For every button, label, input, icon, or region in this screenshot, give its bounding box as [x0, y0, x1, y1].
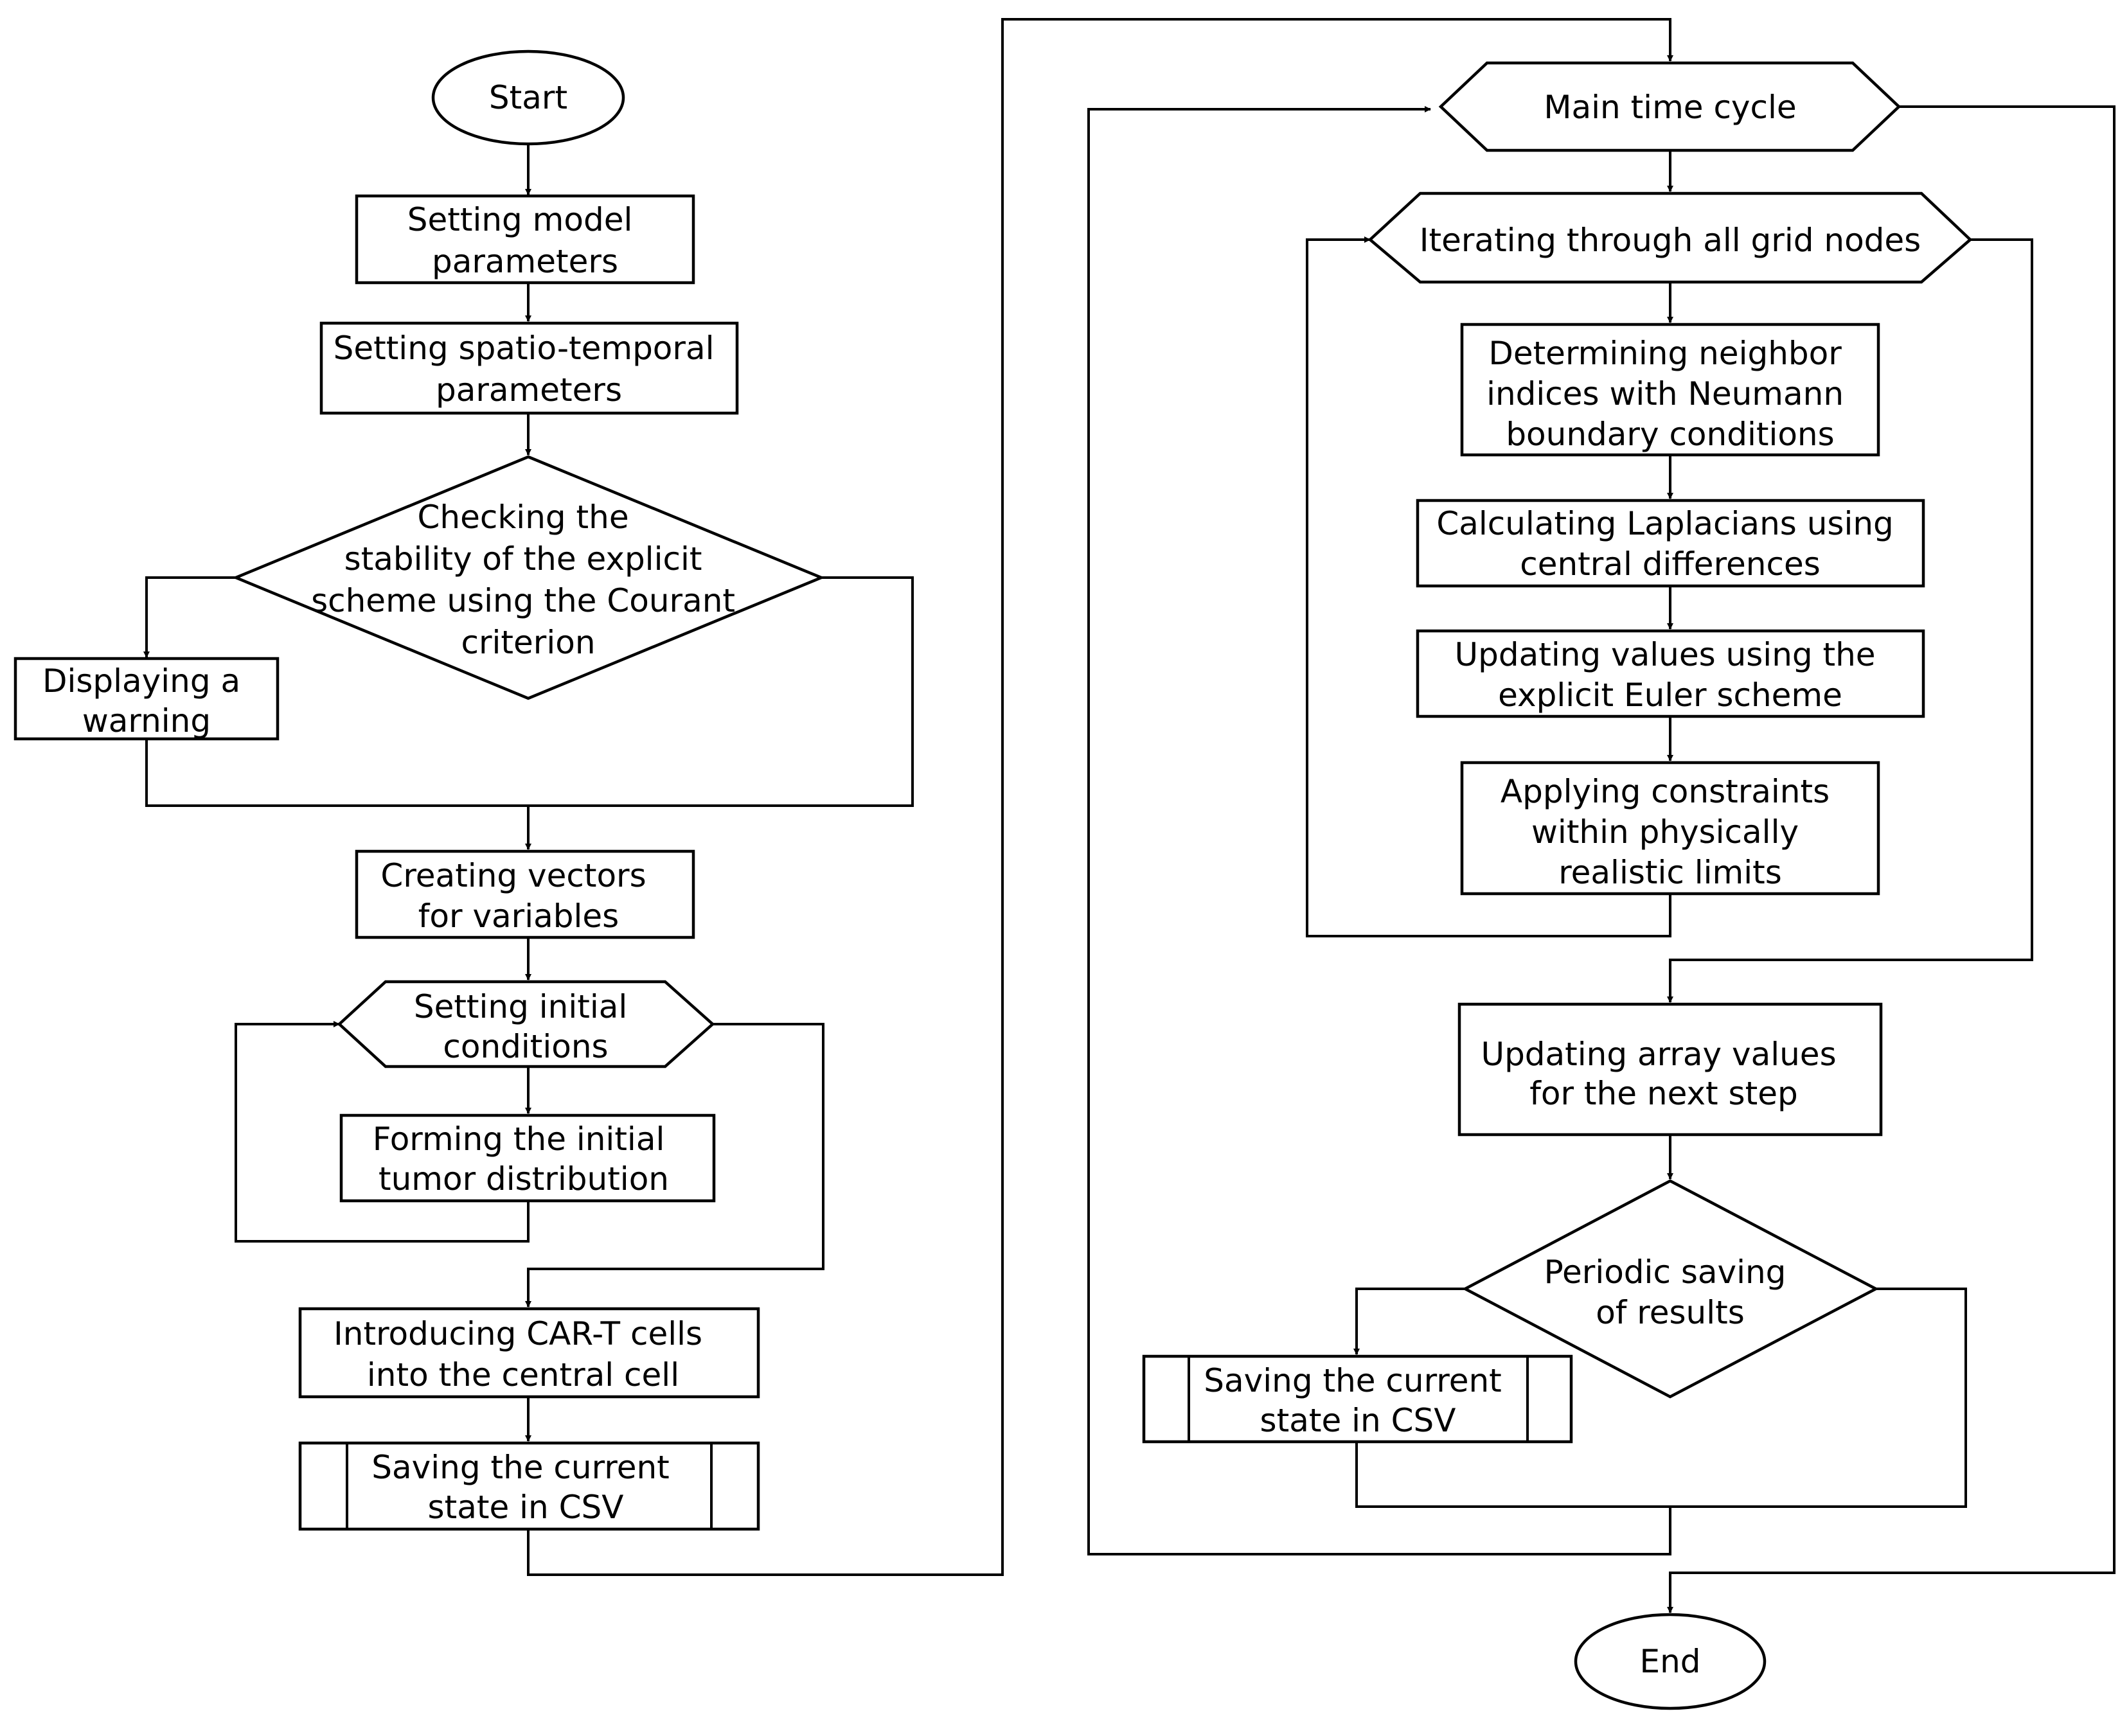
warning-box: [13, 657, 280, 741]
periodic-save-label: Periodic saving of results: [1544, 1253, 1797, 1331]
end-label: End: [1639, 1643, 1700, 1680]
neighbors-label: Determining neighbor indices with Neuman…: [1486, 335, 1854, 453]
node-start: Start: [431, 49, 625, 146]
spatio-params-box: [319, 321, 739, 415]
node-warning: Displaying a warning: [13, 657, 280, 741]
arrow-tumor-loop-back: [235, 1021, 530, 1243]
warning-label: Displaying a warning: [42, 662, 251, 740]
arrow-main-exit-to-end: [1667, 105, 2116, 1613]
node-save-csv-2: Saving the current state in CSV: [1142, 1354, 1573, 1444]
model-params-box: [355, 194, 695, 285]
node-spatio-params: Setting spatio-temporal parameters: [319, 321, 739, 415]
periodic-save-decision: [1462, 1179, 1879, 1399]
line-check-merge: [145, 576, 914, 807]
start-label: Start: [489, 79, 567, 116]
node-periodic-save: Periodic saving of results: [1462, 1179, 1879, 1399]
spatio-params-label: Setting spatio-temporal parameters: [334, 330, 725, 409]
euler-update-label: Updating values using the explicit Euler…: [1455, 636, 1886, 714]
node-end: End: [1574, 1613, 1767, 1710]
node-constraints: Applying constraints within physically r…: [1460, 761, 1880, 896]
connectors: [143, 18, 2116, 1613]
save-csv-1-label: Saving the current state in CSV: [371, 1449, 679, 1526]
save-csv-2-process: [1142, 1354, 1573, 1444]
node-array-update: Updating array values for the next step: [1457, 1002, 1883, 1137]
node-save-csv-1: Saving the current state in CSV: [298, 1441, 760, 1531]
node-laplacians: Calculating Laplacians using central dif…: [1416, 499, 1925, 588]
node-cart-cells: Introducing CAR-T cells into the central…: [298, 1307, 760, 1399]
save-csv-2-label: Saving the current state in CSV: [1204, 1362, 1511, 1439]
tumor-distribution-box: [339, 1113, 716, 1203]
stability-check-label: Checking the stability of the explicit s…: [311, 499, 745, 661]
constraints-box: [1460, 761, 1880, 896]
start-terminal: [431, 49, 625, 146]
node-init-conditions: Setting initial conditions: [337, 980, 715, 1068]
arrow-periodic-to-save: [1353, 1288, 1465, 1355]
init-loop-hexagon: [337, 980, 715, 1068]
main-cycle-hexagon: [1438, 61, 1902, 152]
node-neighbors: Determining neighbor indices with Neuman…: [1460, 323, 1880, 457]
node-euler-update: Updating values using the explicit Euler…: [1416, 629, 1925, 718]
tumor-distribution-label: Forming the initial tumor distribution: [373, 1120, 675, 1198]
node-main-cycle: Main time cycle: [1438, 61, 1902, 152]
node-stability-check: Checking the stability of the explicit s…: [232, 455, 825, 700]
constraints-label: Applying constraints within physically r…: [1501, 773, 1840, 891]
model-params-label: Setting model parameters: [407, 201, 643, 280]
euler-update-box: [1416, 629, 1925, 718]
vectors-box: [355, 849, 695, 939]
arrow-grid-exit-to-array: [1667, 238, 2033, 1003]
node-vectors: Creating vectors for variables: [355, 849, 695, 939]
arrow-init-exit-to-cart: [525, 1023, 824, 1307]
save-csv-1-process: [298, 1441, 760, 1531]
neighbors-box: [1460, 323, 1880, 457]
array-update-box: [1457, 1002, 1883, 1137]
node-tumor-distribution: Forming the initial tumor distribution: [339, 1113, 716, 1203]
cart-cells-label: Introducing CAR-T cells into the central…: [334, 1315, 713, 1394]
arrow-constraints-loop-back: [1306, 236, 1671, 937]
arrow-check-to-warning: [143, 576, 236, 658]
vectors-label: Creating vectors for variables: [380, 857, 656, 935]
arrow-save-to-main-cycle: [527, 18, 1673, 1576]
array-update-label: Updating array values for the next step: [1481, 1036, 1846, 1112]
end-terminal: [1574, 1613, 1767, 1710]
arrow-merge-loop-to-main: [1087, 106, 1671, 1555]
laplacians-label: Calculating Laplacians using central dif…: [1436, 505, 1903, 583]
stability-decision: [232, 455, 825, 700]
grid-iteration-hexagon: [1367, 191, 1973, 284]
node-grid-iteration: Iterating through all grid nodes: [1367, 191, 1973, 284]
init-conditions-label: Setting initial conditions: [414, 988, 637, 1065]
line-periodic-merge: [1355, 1288, 1967, 1508]
cart-cells-box: [298, 1307, 760, 1399]
grid-iteration-label: Iterating through all grid nodes: [1420, 222, 1921, 259]
main-cycle-label: Main time cycle: [1544, 89, 1796, 126]
node-model-params: Setting model parameters: [355, 194, 695, 285]
laplacians-box: [1416, 499, 1925, 588]
